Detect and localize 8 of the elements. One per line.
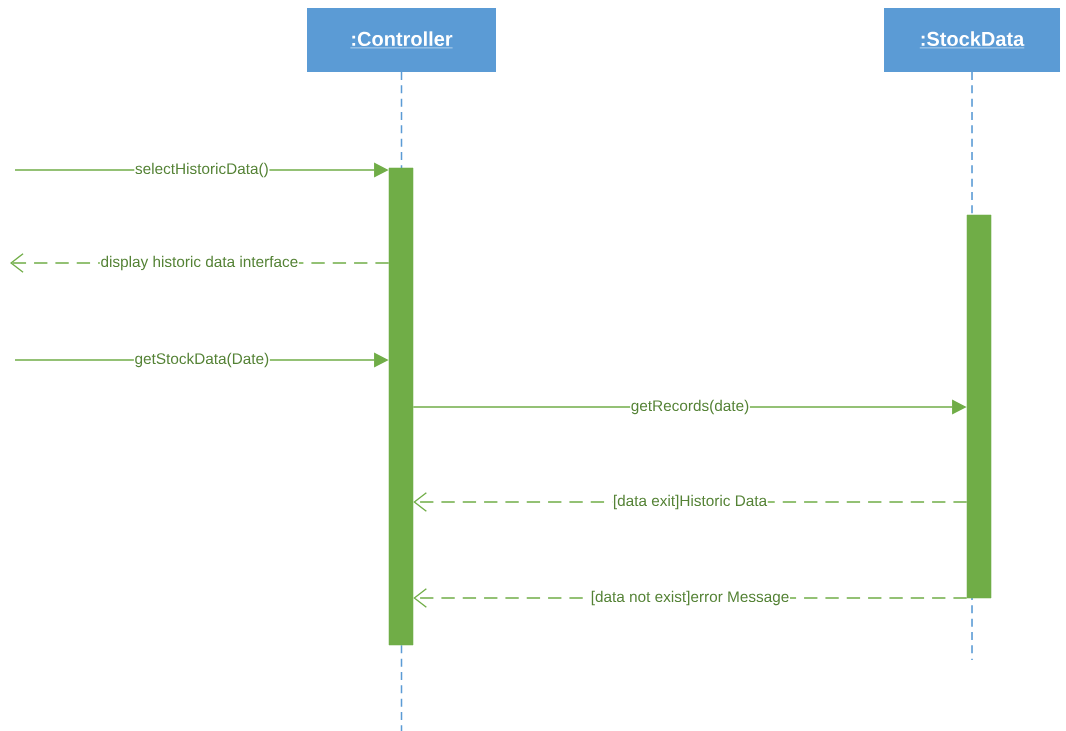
message-label: getRecords(date) bbox=[630, 399, 750, 415]
message-label: [data exit]Historic Data bbox=[612, 494, 768, 510]
lifeline-header: :StockData bbox=[884, 8, 1060, 72]
message-label: [data not exist]error Message bbox=[590, 590, 790, 606]
message-label: getStockData(Date) bbox=[133, 352, 270, 368]
lifeline-header: :Controller bbox=[307, 8, 496, 72]
message-label: display historic data interface bbox=[99, 255, 299, 271]
message-label: selectHistoricData() bbox=[134, 162, 270, 178]
